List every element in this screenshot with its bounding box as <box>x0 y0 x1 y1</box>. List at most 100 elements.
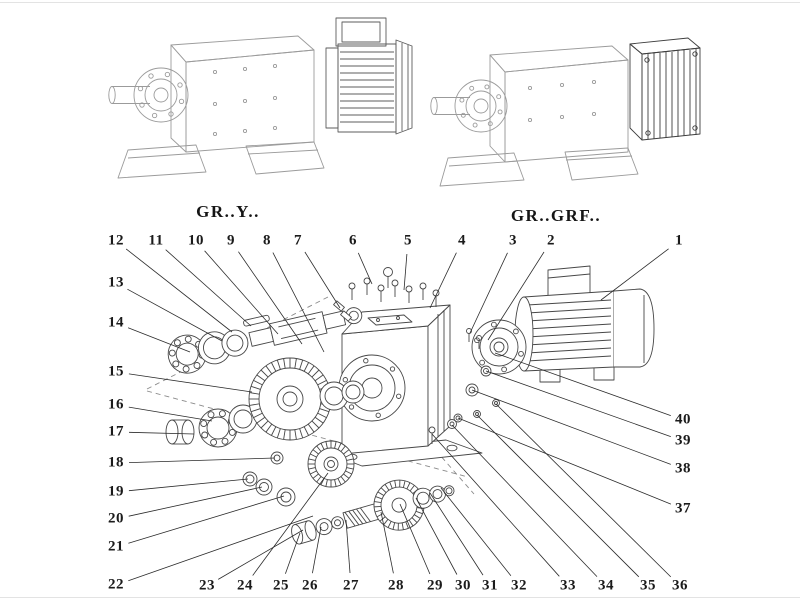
callout-5: 5 <box>404 232 412 249</box>
gr-grf-output-hub <box>454 79 508 133</box>
first-stage-gear-cluster <box>307 440 355 488</box>
callout-9: 9 <box>227 232 235 249</box>
callout-11: 11 <box>148 232 164 249</box>
flange-bolts <box>466 328 482 349</box>
leader-line-9 <box>238 251 303 345</box>
cover-bolts <box>348 267 440 307</box>
leader-line-8 <box>272 252 325 353</box>
leader-line-34 <box>451 424 598 577</box>
shaft-key <box>243 314 270 327</box>
callout-35: 35 <box>640 577 656 594</box>
callout-8: 8 <box>263 232 271 249</box>
leader-line-5 <box>403 253 408 291</box>
leader-line-11 <box>165 249 252 327</box>
leader-line-25 <box>285 532 301 574</box>
leader-line-33 <box>431 433 560 577</box>
leader-line-10 <box>204 250 279 335</box>
washer-set <box>242 451 296 507</box>
leader-line-21 <box>128 495 285 544</box>
gr-grf-output-shaft <box>430 97 470 115</box>
leader-line-14 <box>127 327 191 353</box>
callout-24: 24 <box>237 577 253 594</box>
leader-line-32 <box>440 487 512 577</box>
leader-line-22 <box>128 515 314 582</box>
callout-40: 40 <box>675 411 691 428</box>
exploded-view <box>146 265 655 545</box>
variant-label-gr-grf: GR..GRF.. <box>510 206 602 225</box>
leader-line-38 <box>471 389 671 465</box>
leader-line-4 <box>429 252 457 309</box>
callout-22: 22 <box>108 576 124 593</box>
gr-y-gear-housing <box>170 35 315 153</box>
gr-grf-gear-housing <box>489 45 629 163</box>
callout-36: 36 <box>672 577 688 594</box>
leader-line-20 <box>128 486 263 517</box>
leader-line-2 <box>487 251 545 341</box>
leader-line-31 <box>429 492 484 576</box>
leader-line-17 <box>128 431 195 435</box>
callout-33: 33 <box>560 577 576 594</box>
motor-flange <box>471 319 527 375</box>
gr-grf-finned-cover <box>629 37 701 141</box>
gr-y-output-hub <box>133 67 189 123</box>
leader-line-27 <box>345 519 351 574</box>
top-border-line <box>0 2 800 3</box>
callout-14: 14 <box>108 314 124 331</box>
spacer-sleeve <box>165 419 195 445</box>
leader-line-1 <box>600 248 669 301</box>
oil-seal <box>221 329 249 357</box>
leader-line-23 <box>217 529 304 580</box>
callout-32: 32 <box>511 577 527 594</box>
leader-line-19 <box>128 478 249 492</box>
output-shaft <box>248 310 347 347</box>
callout-30: 30 <box>455 577 471 594</box>
callout-3: 3 <box>509 232 517 249</box>
callout-38: 38 <box>675 460 691 477</box>
callout-6: 6 <box>349 232 357 249</box>
callout-31: 31 <box>482 577 498 594</box>
leader-line-15 <box>128 373 253 393</box>
callout-21: 21 <box>108 538 124 555</box>
callout-25: 25 <box>273 577 289 594</box>
callout-34: 34 <box>598 577 614 594</box>
callout-4: 4 <box>458 232 466 249</box>
output-bearing-set <box>165 404 258 448</box>
gr-y-feet <box>117 141 325 179</box>
callout-15: 15 <box>108 363 124 380</box>
callout-26: 26 <box>302 577 318 594</box>
input-seal-rings <box>453 365 492 423</box>
leader-lines <box>125 248 672 582</box>
gr-y-fan-cowl <box>395 39 413 135</box>
callout-19: 19 <box>108 483 124 500</box>
leader-line-16 <box>128 406 213 422</box>
pinion-shaft-assembly <box>291 479 455 545</box>
leader-line-6 <box>357 252 373 285</box>
leader-line-3 <box>469 252 508 334</box>
leader-line-29 <box>399 503 431 575</box>
callout-28: 28 <box>388 577 404 594</box>
callout-18: 18 <box>108 454 124 471</box>
callout-16: 16 <box>108 396 124 413</box>
leader-line-37 <box>457 417 672 505</box>
callout-12: 12 <box>108 232 124 249</box>
gr-grf-feet <box>439 147 639 187</box>
leader-line-35 <box>476 414 640 578</box>
shaft-bushing <box>291 520 317 545</box>
callout-17: 17 <box>108 423 124 440</box>
leader-line-28 <box>380 511 394 574</box>
variant-label-gr-y: GR..Y.. <box>196 202 260 221</box>
callout-37: 37 <box>675 500 691 517</box>
leader-line-36 <box>495 403 672 578</box>
base-fasteners <box>428 399 500 444</box>
callout-10: 10 <box>188 232 204 249</box>
callout-27: 27 <box>343 577 359 594</box>
callout-23: 23 <box>199 577 215 594</box>
leader-line-13 <box>127 288 223 342</box>
leader-line-40 <box>494 352 671 416</box>
callout-13: 13 <box>108 274 124 291</box>
shaft-end-rings <box>412 485 455 509</box>
leader-line-30 <box>415 497 458 575</box>
callout-7: 7 <box>294 232 302 249</box>
